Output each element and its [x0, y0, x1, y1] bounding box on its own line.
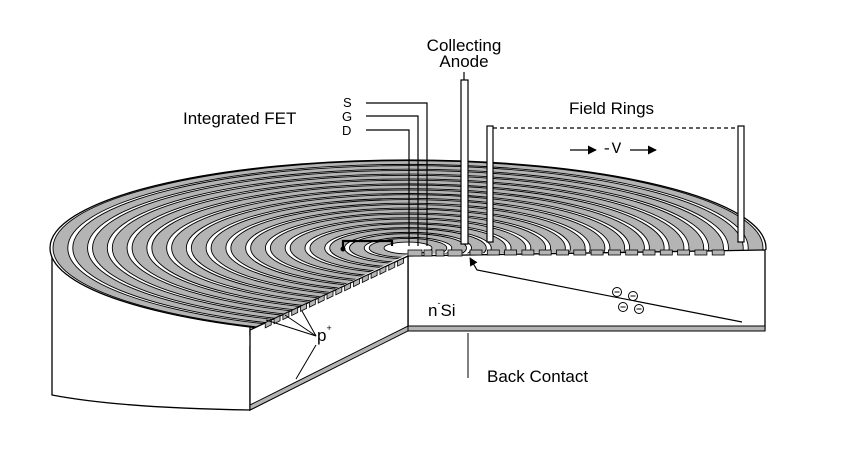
field-ring: [269, 213, 547, 283]
n-si-label: n-Si: [428, 299, 456, 320]
field-ring: [92, 169, 724, 327]
fet-symbol: [341, 239, 394, 251]
last-ring-lead: [737, 125, 745, 243]
back-contact-layer-left: [249, 325, 409, 411]
field-ring: [349, 233, 467, 263]
p-plus-implant: [397, 257, 404, 267]
field-ring: [329, 228, 487, 268]
p-plus-implant: [370, 269, 378, 280]
p-plus-implant: [388, 261, 396, 271]
p-plus-base: p: [317, 326, 327, 345]
p-plus-implant: [538, 249, 552, 256]
fet-pad: [435, 249, 445, 257]
p-plus-implant: [379, 265, 387, 275]
n-si-superscript: -: [437, 298, 441, 308]
anode-lead: [460, 79, 469, 245]
p-plus-implant: [608, 249, 621, 256]
field-ring: [250, 208, 566, 288]
field-ring: [289, 218, 527, 278]
p-plus-implant: [659, 249, 673, 256]
field-ring: [190, 194, 626, 302]
field-ring: [72, 165, 744, 331]
collecting-text: Collecting: [426, 36, 502, 55]
p-plus-implant: [361, 273, 369, 284]
p-plus-implant: [344, 282, 352, 292]
integrated-fet-label: Integrated FET: [183, 109, 297, 128]
p-plus-implant: [300, 302, 307, 313]
field-ring-leads: [486, 125, 745, 243]
drain-wire: [366, 129, 410, 246]
p-plus-implant: [273, 315, 281, 325]
front-implant-row: [407, 249, 725, 257]
p-plus-label: p+: [317, 324, 332, 345]
field-rings-label: Field Rings: [569, 99, 655, 118]
field-ring: [171, 189, 645, 307]
field-ring: [151, 184, 665, 312]
field-ring: [210, 199, 606, 297]
p-plus-implant: [469, 249, 483, 256]
fet-pad: [407, 249, 423, 257]
field-ring: [52, 160, 764, 336]
p-plus-implant: [642, 249, 656, 256]
drain-label: D: [342, 123, 352, 138]
p-plus-implant: [590, 249, 604, 256]
fet-pad: [447, 249, 463, 257]
p-plus-implant: [504, 249, 518, 256]
fet-wires: [366, 72, 469, 246]
p-plus-implant: [486, 249, 500, 256]
anode-text: Anode: [439, 52, 489, 71]
first-ring-lead: [486, 125, 494, 243]
p-plus-implant: [677, 249, 690, 256]
collecting-anode-label: Collecting Anode: [416, 36, 512, 71]
field-ring: [230, 204, 586, 292]
p-plus-implant: [694, 249, 708, 256]
electron-drift-path: [469, 257, 743, 323]
gate-wire: [366, 115, 419, 246]
field-ring: [111, 174, 705, 322]
p-plus-implant: [317, 294, 325, 304]
p-plus-superscript: +: [326, 323, 332, 333]
p-plus-implant: [308, 298, 316, 308]
n-si-si: Si: [440, 301, 456, 320]
p-plus-implant: [264, 319, 272, 329]
p-plus-implant: [711, 249, 725, 256]
p-plus-implant: [291, 306, 299, 317]
p-plus-implant: [573, 249, 587, 256]
field-ring: [131, 179, 685, 317]
p-plus-implant: [326, 290, 334, 300]
source-wire: [366, 102, 428, 246]
source-label: S: [343, 95, 352, 110]
diagonal-implant-row: [264, 257, 404, 329]
p-plus-implant: [625, 249, 639, 256]
voltage-label: -V: [602, 140, 622, 158]
p-plus-implant: [521, 249, 535, 256]
fet-contact-dot: [340, 246, 346, 252]
gate-label: G: [342, 109, 353, 124]
p-plus-leaders: [265, 310, 317, 380]
cross-section-front-face: [407, 249, 766, 331]
back-contact-label: Back Contact: [487, 367, 589, 386]
n-si-n: n: [428, 301, 438, 320]
field-ring: [309, 223, 507, 273]
fet-pad: [423, 249, 433, 257]
back-contact-layer-front: [407, 325, 766, 332]
p-plus-implant: [335, 286, 343, 296]
electron-cluster: [612, 287, 644, 314]
p-plus-implant: [556, 249, 569, 256]
p-plus-implant: [353, 277, 360, 288]
